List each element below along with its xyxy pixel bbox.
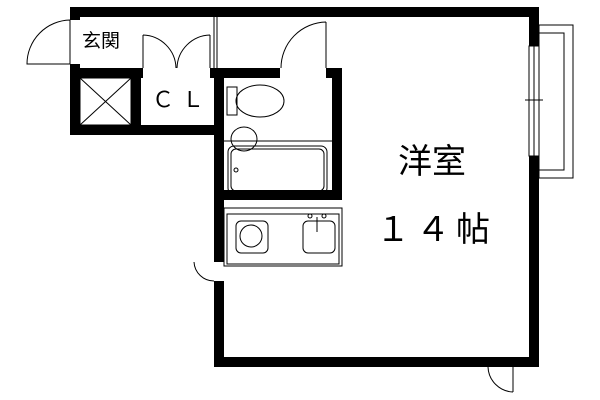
right-wall-bottom (529, 156, 539, 367)
room-label: 洋室 (398, 142, 466, 182)
walls (70, 7, 539, 367)
bottom-wall (214, 357, 539, 367)
toilet-bowl-icon (235, 84, 285, 118)
bath-door-icon (280, 21, 327, 69)
entrance-floor-wall-b (210, 68, 280, 78)
balcony-icon (538, 24, 574, 179)
shaft-icon (79, 77, 132, 126)
washbasin-icon (230, 126, 258, 152)
sink-icon (302, 220, 336, 254)
closet-door-icon (142, 34, 211, 69)
entrance-floor-wall-a (70, 68, 143, 78)
entrance-door-icon (26, 19, 71, 65)
kitchen-counter-icon (223, 207, 343, 267)
room-size-label: １４帖 (376, 210, 496, 250)
closet-label: ＣＬ (152, 87, 213, 112)
right-wall-top (529, 7, 539, 46)
shaft-divider-wall (131, 68, 141, 135)
bath-right-wall (332, 68, 342, 200)
balcony-door-icon (487, 357, 514, 393)
toilet-tank-icon (226, 86, 238, 116)
bath-left-wall (214, 68, 224, 200)
entrance-left-wall-bottom (70, 64, 80, 135)
top-wall (70, 7, 539, 17)
closet-bottom-wall (70, 125, 224, 135)
bathtub-icon (227, 145, 328, 195)
room-left-wall-a (214, 200, 224, 262)
entrance-label: 玄関 (82, 30, 121, 52)
stove-icon (235, 220, 269, 254)
side-door-icon (193, 261, 215, 282)
entrance-left-wall-top (70, 7, 80, 20)
room-left-wall-b (214, 281, 224, 367)
bath-bottom-wall (214, 190, 342, 200)
